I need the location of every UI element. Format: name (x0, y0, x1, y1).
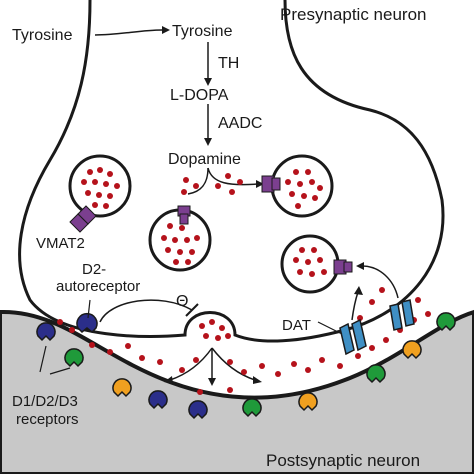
d2-inhibition-bar (185, 303, 199, 317)
receptors-label-line1: D1/D2/D3 (12, 393, 78, 410)
d2-autoreceptor-pointer (87, 299, 91, 319)
receptor-orange-3 (402, 340, 422, 360)
release-arrows (169, 347, 256, 381)
presynaptic-neuron-label: Presynaptic neuron (280, 5, 426, 24)
receptors-label-line2: receptors (16, 411, 79, 428)
inhibition-symbol: Θ (176, 293, 188, 310)
receptor-green-4 (436, 312, 456, 332)
tyrosine-transport-arrowhead (162, 26, 170, 34)
dat-reuptake-arrowhead-left (354, 286, 363, 295)
receptor-green-2 (242, 398, 262, 418)
release-arrowheads (164, 376, 262, 386)
receptor-green-1 (64, 348, 84, 368)
receptor-green-3 (366, 364, 386, 384)
dat-reuptake-arrowhead-right (356, 262, 364, 270)
tyrosine-extracellular-label: Tyrosine (12, 27, 73, 44)
vmat2-transporter-middle (177, 205, 191, 225)
vmat2-transporter-left (69, 205, 97, 233)
postsynaptic-receptors (36, 312, 456, 420)
dopamine-right-arrowhead (256, 180, 264, 188)
dat-label: DAT (282, 317, 311, 334)
vmat2-transporter-right (261, 175, 281, 193)
aadc-arrowhead (204, 138, 212, 146)
dopamine-to-vesicle-right-arrow (207, 167, 259, 186)
d2-autoreceptor-label-line1: D2- (82, 261, 106, 278)
dopamine-label: Dopamine (168, 151, 241, 168)
tyrosine-transport-arrow (94, 29, 163, 36)
vmat2-transporter-lower-right (333, 259, 353, 275)
vesicle-right-top (270, 154, 334, 218)
postsynaptic-neuron-label: Postsynaptic neuron (266, 451, 420, 470)
aadc-enzyme-label: AADC (218, 115, 262, 132)
vesicle-left (68, 154, 132, 218)
vesicle-right-lower (280, 234, 340, 294)
vmat2-label: VMAT2 (36, 235, 85, 252)
d2-autoreceptor-label-line2: autoreceptor (56, 278, 140, 295)
dat-pointer (317, 321, 343, 335)
receptor-orange-2 (298, 392, 318, 412)
receptor-pointers (39, 345, 71, 375)
receptor-orange-1 (112, 378, 132, 398)
fusing-vesicle (199, 319, 231, 341)
ldopa-label: L-DOPA (170, 87, 229, 104)
dopamine-molecules-cytosol (181, 173, 243, 195)
d2-inhibition-line (99, 299, 193, 323)
dat-transporter-left (339, 318, 367, 356)
d2-autoreceptor (76, 312, 98, 334)
vesicle-middle (148, 208, 212, 272)
dat-reuptake-arrow-right (361, 265, 399, 299)
receptor-purple-1 (36, 322, 56, 342)
th-arrowhead (204, 78, 212, 86)
receptor-purple-3 (188, 400, 208, 420)
tyrosine-intracellular-label: Tyrosine (172, 23, 233, 40)
postsynaptic-neuron (0, 309, 474, 474)
receptor-purple-2 (148, 390, 168, 410)
th-enzyme-label: TH (218, 55, 239, 72)
dopamine-to-vesicle-left-arrow (187, 167, 209, 195)
dat-transporter-right (389, 299, 415, 331)
